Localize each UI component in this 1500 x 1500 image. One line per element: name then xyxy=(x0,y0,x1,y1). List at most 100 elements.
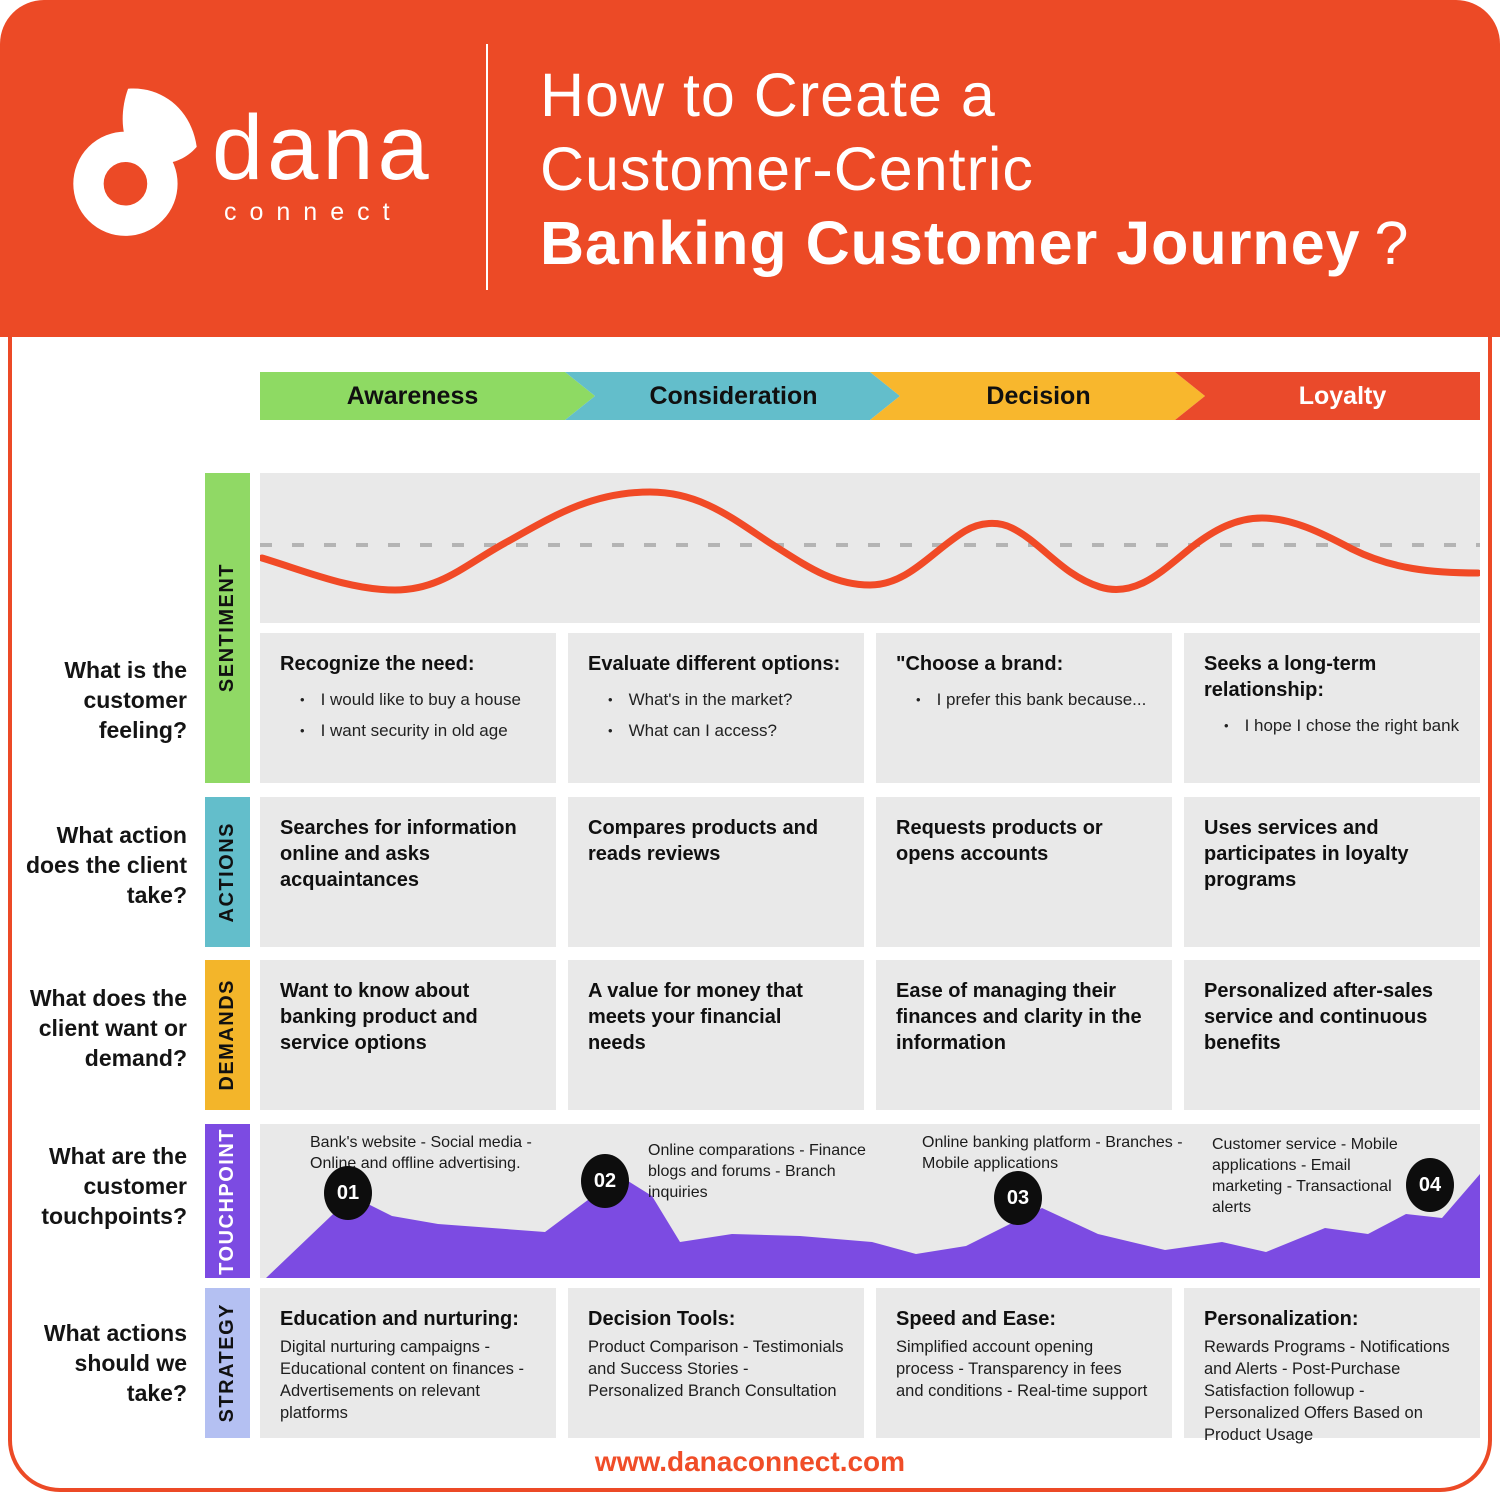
dana-logo-icon xyxy=(73,88,197,236)
touchpoint-badge-02: 02 xyxy=(581,1154,629,1208)
bullet-dot: • xyxy=(608,723,613,738)
row-label-demands: DEMANDS xyxy=(205,960,250,1110)
cell-heading: Speed and Ease: xyxy=(896,1308,1057,1330)
bullet-dot: • xyxy=(300,692,305,707)
bullet-text: I want security in old age xyxy=(320,721,508,740)
bullet-dot: • xyxy=(916,692,921,707)
title-question-mark: ? xyxy=(1374,209,1410,277)
strategy-cell-consideration: Decision Tools: Product Comparison - Tes… xyxy=(568,1288,864,1438)
header-banner: dana connect How to Create a Customer-Ce… xyxy=(0,0,1500,337)
touchpoint-area-chart: Bank's website - Social media - Online a… xyxy=(260,1124,1480,1278)
title-line-3: Banking Customer Journey? xyxy=(540,206,1409,280)
journey-stages-bar: Awareness Consideration Decision Loyalty xyxy=(260,372,1480,420)
demands-cell-decision: Ease of managing their finances and clar… xyxy=(876,960,1172,1110)
cell-body: Product Comparison - Testimonials and Su… xyxy=(588,1338,844,1400)
question-touchpoints: What are the customer touchpoints? xyxy=(41,1143,187,1229)
sentiment-cell-consideration: Evaluate different options: • What's in t… xyxy=(568,633,864,783)
title-line-1: How to Create a xyxy=(540,61,996,129)
brand-subname: connect xyxy=(224,198,403,226)
actions-cell-loyalty: Uses services and participates in loyalt… xyxy=(1184,797,1480,947)
bullet-item: • What's in the market? xyxy=(588,689,844,711)
row-label-demands-text: DEMANDS xyxy=(216,979,238,1091)
touchpoint-label-4: Customer service - Mobile applications -… xyxy=(1212,1136,1398,1216)
cell-heading: Seeks a long-term relationship: xyxy=(1204,653,1377,701)
cell-heading: Want to know about banking product and s… xyxy=(280,980,478,1054)
title-bold-text: Banking Customer Journey xyxy=(540,209,1361,277)
strategy-cell-loyalty: Personalization: Rewards Programs - Noti… xyxy=(1184,1288,1480,1444)
row-label-sentiment-text: SENTIMENT xyxy=(216,563,238,693)
bullet-text: I would like to buy a house xyxy=(320,690,521,709)
page-title: How to Create a Customer-Centric Banking… xyxy=(540,58,1409,280)
bullet-item: • I prefer this bank because... xyxy=(896,689,1152,711)
question-feeling: What is the customer feeling? xyxy=(64,657,187,743)
bullet-item: • What can I access? xyxy=(588,720,844,742)
header-divider xyxy=(486,44,488,290)
row-label-strategy-text: STRATEGY xyxy=(216,1303,238,1423)
cell-heading: Education and nurturing: xyxy=(280,1308,519,1330)
cell-heading: Decision Tools: xyxy=(588,1308,736,1330)
cell-heading: "Choose a brand: xyxy=(896,653,1064,675)
sentiment-cell-awareness: Recognize the need: • I would like to buy… xyxy=(260,633,556,783)
sentiment-curve-chart xyxy=(260,473,1480,623)
bullet-item: • I would like to buy a house xyxy=(280,689,536,711)
strategy-cell-decision: Speed and Ease: Simplified account openi… xyxy=(876,1288,1172,1438)
sentiment-cell-decision: "Choose a brand: • I prefer this bank bec… xyxy=(876,633,1172,783)
bullet-text: I hope I chose the right bank xyxy=(1244,716,1460,735)
touchpoint-badge-04: 04 xyxy=(1406,1158,1454,1212)
bullet-dot: • xyxy=(300,723,305,738)
bullet-dot: • xyxy=(608,692,613,707)
stage-loyalty: Loyalty xyxy=(1175,372,1480,420)
stage-consideration: Consideration xyxy=(565,372,900,420)
website-url[interactable]: www.danaconnect.com xyxy=(594,1446,906,1477)
cell-body: Digital nurturing campaigns - Educationa… xyxy=(280,1338,524,1422)
touchpoint-area-svg xyxy=(266,1174,1480,1278)
actions-cell-consideration: Compares products and reads reviews xyxy=(568,797,864,947)
row-label-touchpoint: TOUCHPOINT xyxy=(205,1124,250,1278)
question-demand: What does the client want or demand? xyxy=(29,985,187,1071)
stage-decision: Decision xyxy=(870,372,1205,420)
cell-body: Simplified account opening process - Tra… xyxy=(896,1338,1148,1400)
cell-heading: Ease of managing their finances and clar… xyxy=(896,980,1142,1054)
row-label-actions-text: ACTIONS xyxy=(216,821,238,923)
touchpoint-area xyxy=(266,1174,1480,1278)
strategy-cell-awareness: Education and nurturing: Digital nurturi… xyxy=(260,1288,556,1438)
sentiment-curve xyxy=(260,488,1480,594)
row-label-strategy: STRATEGY xyxy=(205,1288,250,1438)
cell-heading: Evaluate different options: xyxy=(588,653,841,675)
sentiment-curve-svg xyxy=(260,488,1480,594)
cell-heading: Uses services and participates in loyalt… xyxy=(1204,817,1409,891)
bullet-dot: • xyxy=(1224,718,1229,733)
cell-heading: Recognize the need: xyxy=(280,653,475,675)
bullet-text: What's in the market? xyxy=(628,690,793,709)
touchpoint-badge-03: 03 xyxy=(994,1171,1042,1225)
bullet-text: What can I access? xyxy=(628,721,777,740)
actions-cell-awareness: Searches for information online and asks… xyxy=(260,797,556,947)
stage-awareness: Awareness xyxy=(260,372,595,420)
brand-name: dana xyxy=(212,97,433,199)
cell-heading: Personalized after-sales service and con… xyxy=(1204,980,1433,1054)
demands-cell-consideration: A value for money that meets your financ… xyxy=(568,960,864,1110)
question-strategy: What actions should we take? xyxy=(43,1320,187,1406)
actions-cell-decision: Requests products or opens accounts xyxy=(876,797,1172,947)
title-line-2: Customer-Centric xyxy=(540,135,1034,203)
row-label-touchpoint-text: TOUCHPOINT xyxy=(216,1127,238,1275)
cell-body: Rewards Programs - Notifications and Ale… xyxy=(1204,1338,1450,1444)
cell-heading: Personalization: xyxy=(1204,1308,1359,1330)
question-action: What action does the client take? xyxy=(25,822,187,908)
bullet-item: • I hope I chose the right bank xyxy=(1204,715,1460,737)
row-label-sentiment: SENTIMENT xyxy=(205,473,250,783)
cell-heading: Requests products or opens accounts xyxy=(896,817,1103,865)
bullet-item: • I want security in old age xyxy=(280,720,536,742)
touchpoint-label-2: Online comparations - Finance blogs and … xyxy=(648,1142,866,1201)
cell-heading: Searches for information online and asks… xyxy=(280,817,517,891)
bullet-text: I prefer this bank because... xyxy=(936,690,1147,709)
sentiment-cell-loyalty: Seeks a long-term relationship: • I hope … xyxy=(1184,633,1480,783)
touchpoint-badge-01: 01 xyxy=(324,1166,372,1220)
demands-cell-loyalty: Personalized after-sales service and con… xyxy=(1184,960,1480,1110)
demands-cell-awareness: Want to know about banking product and s… xyxy=(260,960,556,1110)
touchpoint-label-1: Bank's website - Social media - Online a… xyxy=(310,1134,532,1172)
row-label-actions: ACTIONS xyxy=(205,797,250,947)
touchpoint-label-3: Online banking platform - Branches - Mob… xyxy=(922,1134,1183,1172)
cell-heading: A value for money that meets your financ… xyxy=(588,980,803,1054)
cell-heading: Compares products and reads reviews xyxy=(588,817,819,865)
